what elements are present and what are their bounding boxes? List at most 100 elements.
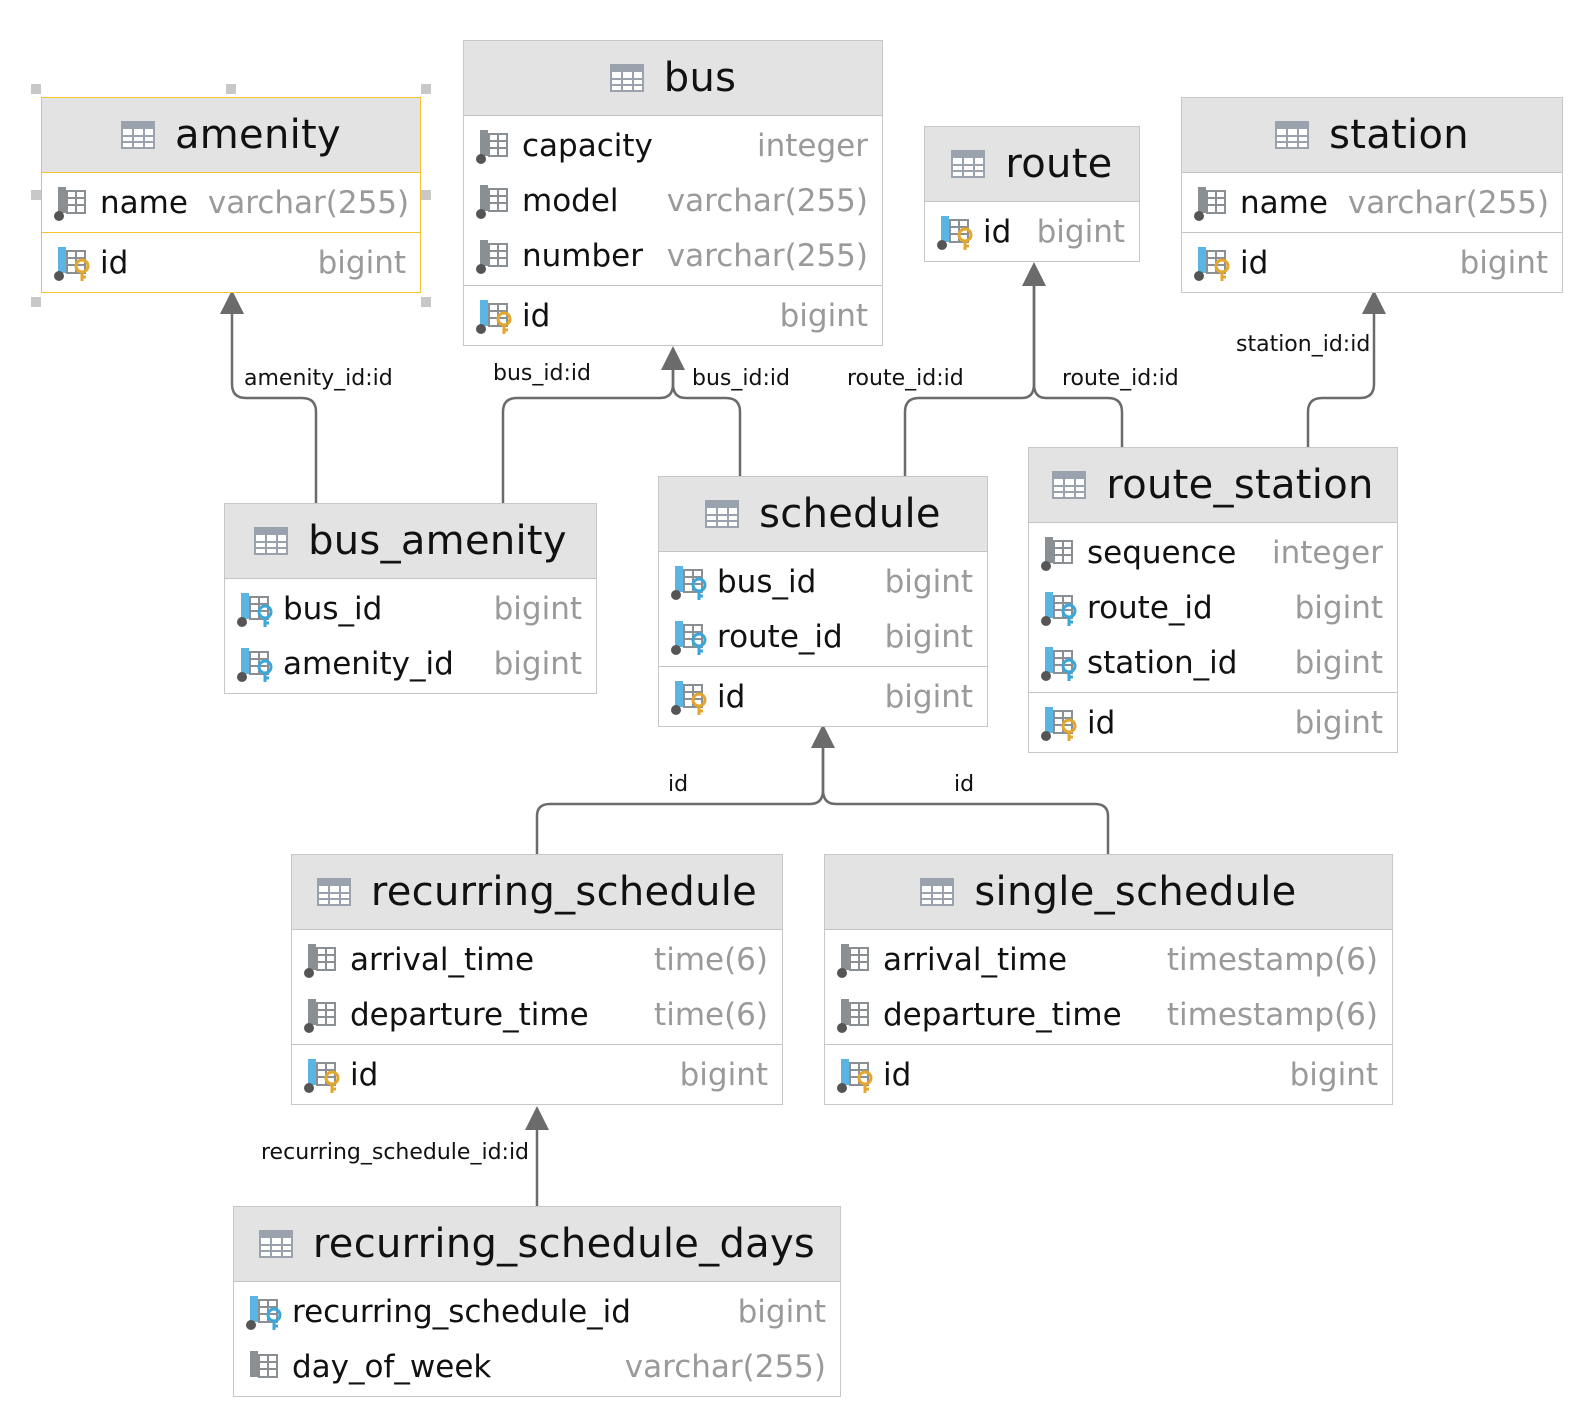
column-name: sequence [1087, 534, 1237, 571]
table-header[interactable]: bus [464, 41, 882, 116]
column-name: id [100, 244, 129, 281]
selection-handle[interactable] [31, 84, 41, 94]
table-header[interactable]: single_schedule [825, 855, 1392, 930]
selection-handle[interactable] [421, 297, 431, 307]
column-type: varchar(255) [666, 237, 868, 274]
column-name: bus_id [283, 590, 383, 627]
foreign-key-column-icon [237, 645, 275, 683]
edge-label-bus-amenity-bus-id: bus_id:id [493, 361, 591, 386]
table-header[interactable]: route_station [1029, 448, 1397, 523]
column-type: bigint [679, 1056, 768, 1093]
table-header[interactable]: bus_amenity [225, 504, 596, 579]
column-type: varchar(255) [1347, 184, 1550, 221]
column-type: time(6) [654, 941, 768, 978]
table-header[interactable]: route [925, 127, 1139, 202]
column-name: capacity [522, 127, 653, 164]
table-header[interactable]: schedule [659, 477, 987, 552]
column-name: day_of_week [292, 1348, 492, 1385]
column-type: timestamp(6) [1166, 941, 1378, 978]
column-name: arrival_time [350, 941, 535, 978]
column-icon [837, 996, 875, 1034]
edge-single-schedule-to-schedule [821, 740, 1110, 854]
column-type: bigint [1294, 704, 1383, 741]
table-icon [951, 150, 986, 178]
column-row[interactable]: id bigint [42, 235, 420, 290]
column-type: bigint [884, 563, 973, 600]
table-icon [1275, 121, 1310, 149]
column-name: bus_id [717, 563, 817, 600]
primary-key-column-icon [54, 244, 92, 282]
edge-label-recurring-schedule-days-id: recurring_schedule_id:id [261, 1140, 530, 1165]
foreign-key-column-icon [237, 590, 275, 628]
foreign-key-column-icon [671, 563, 709, 601]
selection-handle[interactable] [31, 297, 41, 307]
table-header[interactable]: recurring_schedule [292, 855, 782, 930]
selection-handle[interactable] [226, 84, 236, 94]
edge-recurring-schedule-to-schedule [535, 740, 825, 854]
table-icon [316, 878, 351, 906]
column-row[interactable]: arrival_time time(6) [292, 932, 782, 987]
edge-route-station-to-station [1306, 308, 1376, 447]
selection-handle[interactable] [421, 190, 431, 200]
column-name: id [883, 1056, 912, 1093]
table-header[interactable]: amenity [42, 98, 420, 173]
table-name: schedule [759, 491, 941, 537]
column-name: id [1087, 704, 1116, 741]
table-name: recurring_schedule [370, 869, 758, 915]
column-icon [837, 941, 875, 979]
column-type: time(6) [654, 996, 768, 1033]
table-name: bus [663, 55, 737, 101]
selection-handle[interactable] [31, 190, 41, 200]
column-row[interactable]: bus_id bigint [659, 554, 987, 609]
column-type: bigint [884, 618, 973, 655]
column-type: bigint [317, 244, 406, 281]
arrowhead-bus [661, 346, 685, 370]
column-icon [476, 237, 514, 275]
column-row[interactable]: id bigint [1029, 695, 1397, 750]
column-name: amenity_id [283, 645, 454, 682]
table-header[interactable]: station [1182, 98, 1562, 173]
selection-handle[interactable] [421, 84, 431, 94]
table-header[interactable]: recurring_schedule_days [234, 1207, 840, 1282]
edge-label-route-station-route-id: route_id:id [1062, 366, 1179, 391]
edge-label-schedule-bus-id: bus_id:id [692, 366, 790, 391]
